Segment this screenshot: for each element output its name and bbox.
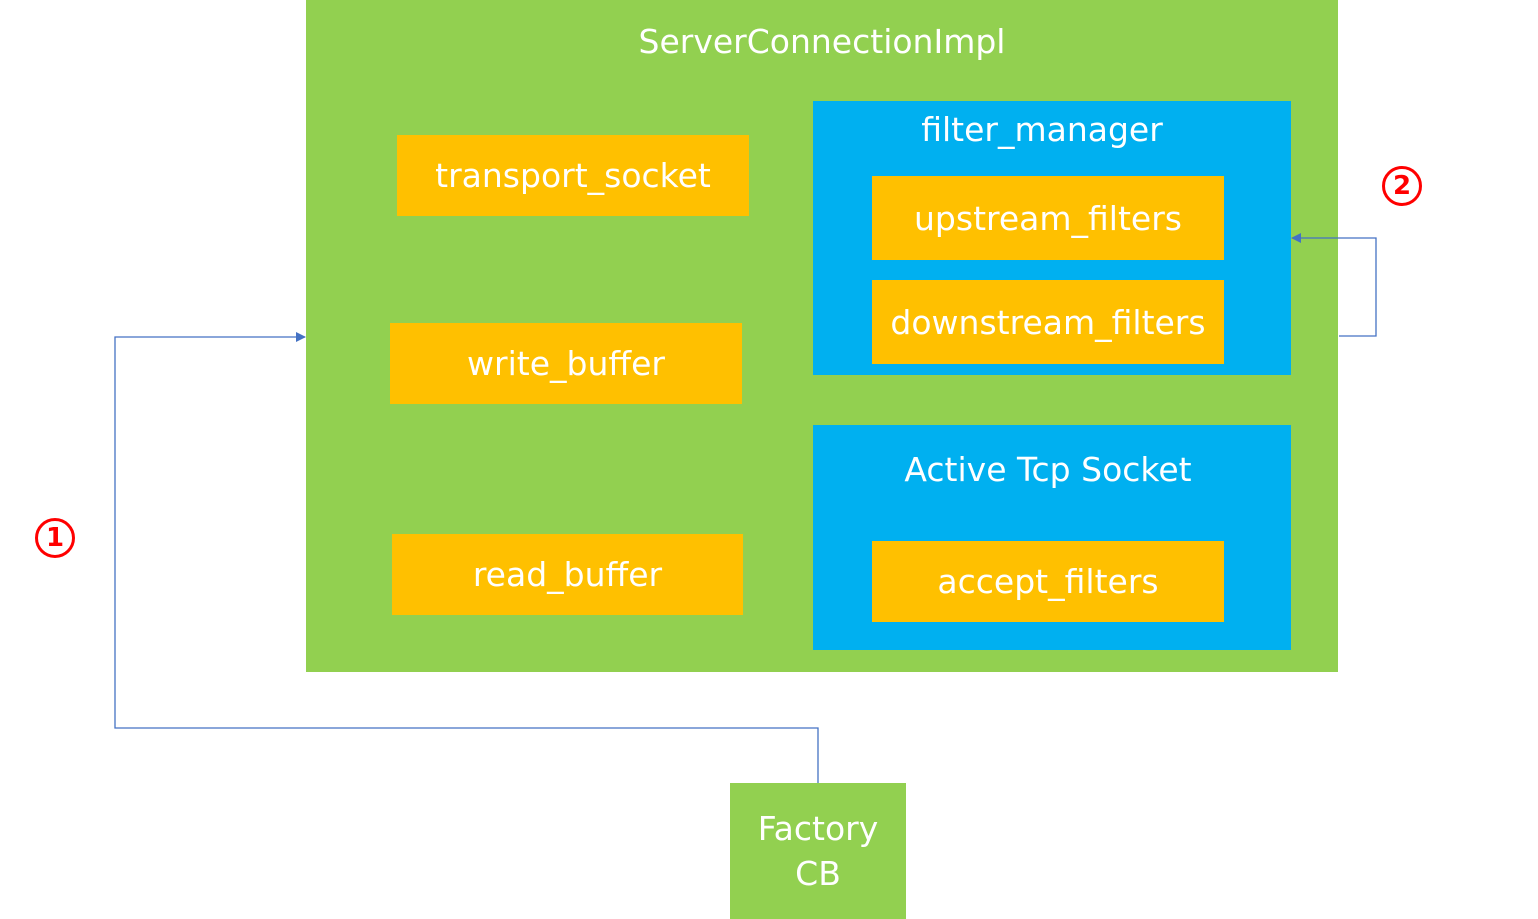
accept-filters-box: accept_filters [872, 541, 1224, 622]
active-tcp-socket-title: Active Tcp Socket [904, 450, 1192, 489]
step-marker-2: 2 [1382, 166, 1422, 206]
server-connection-impl-title: ServerConnectionImpl [638, 22, 1006, 61]
factory-cb-line1: Factory [757, 809, 879, 848]
connector-server-to-filter-manager [1291, 233, 1377, 337]
read-buffer-box: read_buffer [392, 534, 743, 615]
step-marker-1: 1 [35, 518, 75, 558]
connector-factory-to-server [114, 332, 819, 783]
factory-cb-box: Factory CB [730, 783, 906, 919]
write-buffer-box: write_buffer [390, 323, 742, 404]
filter-manager-title: filter_manager [921, 110, 1163, 149]
upstream-filters-box: upstream_filters [872, 176, 1224, 260]
factory-cb-line2: CB [795, 854, 841, 893]
downstream-filters-box: downstream_filters [872, 280, 1224, 364]
transport-socket-box: transport_socket [397, 135, 749, 216]
